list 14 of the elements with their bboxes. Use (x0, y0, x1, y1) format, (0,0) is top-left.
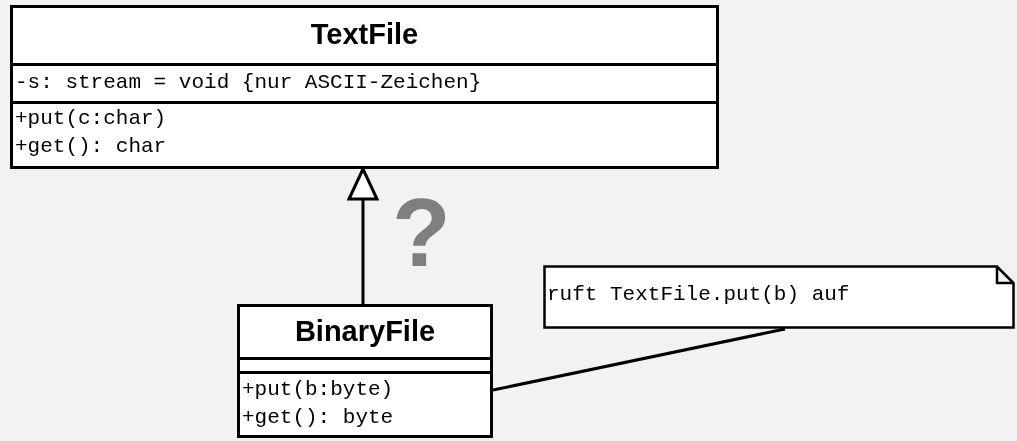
note-box (543, 265, 1015, 329)
attribute-text: -s: stream = void {nur ASCII-Zeichen} (15, 70, 482, 96)
class-name: TextFile (309, 18, 420, 51)
question-mark: ? (392, 185, 451, 281)
note-connector (492, 327, 786, 392)
note-text: ruft TextFile.put(b) auf (547, 283, 850, 306)
class-name: BinaryFile (293, 315, 437, 348)
generalization-arrow (347, 167, 379, 304)
method-text: +get(): byte (242, 405, 394, 431)
uml-class-box (10, 5, 719, 169)
method-text: +put(b:byte) (242, 377, 394, 403)
uml-class-box (237, 304, 493, 438)
method-text: +put(c:char) (15, 106, 167, 132)
method-text: +get(): char (15, 134, 167, 160)
